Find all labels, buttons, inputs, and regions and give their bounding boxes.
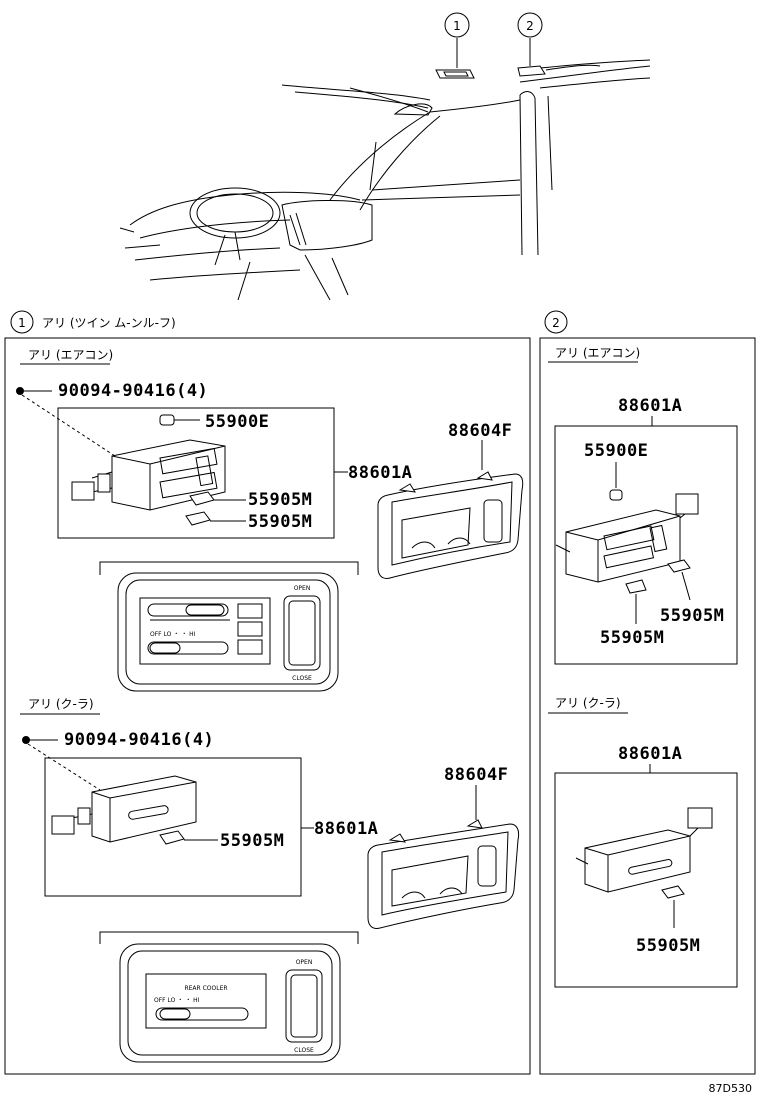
svg-text:55905M: 55905M xyxy=(636,936,700,956)
part-90094-90416-aircon: 90094-90416(4) xyxy=(58,381,208,401)
section-1-header: 1 アリ (ツイン ム-ンル-フ) xyxy=(11,311,176,333)
control-panel-face-cooler: REAR COOLER OFF LO ・ ・ HI OPEN CLOSE xyxy=(120,944,340,1062)
open-label-aircon: OPEN xyxy=(294,585,311,592)
part-55900E-left: 55900E xyxy=(160,412,269,432)
aircon-switch-module-left xyxy=(72,440,225,510)
part-88601A-cooler-left: 88601A xyxy=(314,819,378,839)
part-55905M-knob-b-right: 55905M xyxy=(600,580,664,648)
part-88601A-cooler-right: 88601A xyxy=(618,744,682,764)
part-88601A-aircon-right: 88601A xyxy=(618,396,682,416)
section-1-frame xyxy=(5,338,530,1074)
aircon-heading-left: アリ (エアコン) xyxy=(28,348,113,362)
rear-cooler-label: REAR COOLER xyxy=(184,985,227,992)
svg-text:OFF LO ・ ・ HI: OFF LO ・ ・ HI xyxy=(150,631,196,638)
panel-bracket-aircon xyxy=(100,562,358,575)
part-55905M-knob-a-right: 55905M xyxy=(660,560,724,626)
callout-2-top: 2 xyxy=(518,13,542,37)
part-55905M-knob-cooler-right: 55905M xyxy=(636,886,700,956)
svg-text:55905M: 55905M xyxy=(220,831,284,851)
section-2-number: 2 xyxy=(552,316,560,330)
panel-bracket-cooler xyxy=(100,932,358,944)
svg-text:OFF LO ・ ・ HI: OFF LO ・ ・ HI xyxy=(154,997,200,1004)
callout-1-top: 1 xyxy=(445,13,469,37)
svg-text:55905M: 55905M xyxy=(660,606,724,626)
section-1-title: アリ (ツイン ム-ンル-フ) xyxy=(42,316,176,330)
part-55900E-right: 55900E xyxy=(584,441,648,500)
svg-text:55900E: 55900E xyxy=(584,441,648,461)
part-88601A-aircon-left: 88601A xyxy=(348,463,412,483)
part-88604F-cooler-label: 88604F xyxy=(444,765,508,785)
cooler-heading-left: アリ (ク-ラ) xyxy=(28,697,94,711)
part-88604F-aircon-label: 88604F xyxy=(448,421,512,441)
screw-aircon: 90094-90416(4) xyxy=(17,381,208,458)
vehicle-interior-illustration xyxy=(120,38,650,300)
section-2-header: 2 xyxy=(545,311,567,333)
part-55905M-knob-cooler-left: 55905M xyxy=(160,831,284,851)
assembly-box-cooler-right xyxy=(555,773,737,987)
bezel-88604F-cooler xyxy=(368,820,519,928)
callout-2-label: 2 xyxy=(526,19,534,33)
cooler-switch-module-left xyxy=(52,776,196,842)
control-panel-face-aircon: OFF LO ・ ・ HI OPEN CLOSE xyxy=(118,573,338,691)
part-55905M-knob-a-left: 55905M xyxy=(190,490,312,510)
close-label-aircon: CLOSE xyxy=(292,675,312,682)
assembly-box-cooler-left xyxy=(45,758,301,896)
svg-text:55905M: 55905M xyxy=(248,490,312,510)
aircon-heading-right: アリ (エアコン) xyxy=(555,346,640,360)
assembly-box-aircon-left xyxy=(58,408,334,538)
figure-code: 87D530 xyxy=(709,1082,752,1095)
close-label-cooler: CLOSE xyxy=(294,1047,314,1054)
callout-1-label: 1 xyxy=(453,19,461,33)
cooler-switch-module-right xyxy=(576,808,712,892)
open-label-cooler: OPEN xyxy=(296,959,313,966)
svg-text:55905M: 55905M xyxy=(248,512,312,532)
svg-text:55900E: 55900E xyxy=(205,412,269,432)
bezel-88604F-aircon xyxy=(378,472,523,578)
screw-cooler: 90094-90416(4) xyxy=(23,730,214,790)
section-2-frame xyxy=(540,338,755,1074)
cooler-heading-right: アリ (ク-ラ) xyxy=(555,696,621,710)
assembly-box-aircon-right xyxy=(555,426,737,664)
svg-text:55905M: 55905M xyxy=(600,628,664,648)
part-90094-90416-cooler: 90094-90416(4) xyxy=(64,730,214,750)
part-55905M-knob-b-left: 55905M xyxy=(186,512,312,532)
section-1-number: 1 xyxy=(18,316,26,330)
